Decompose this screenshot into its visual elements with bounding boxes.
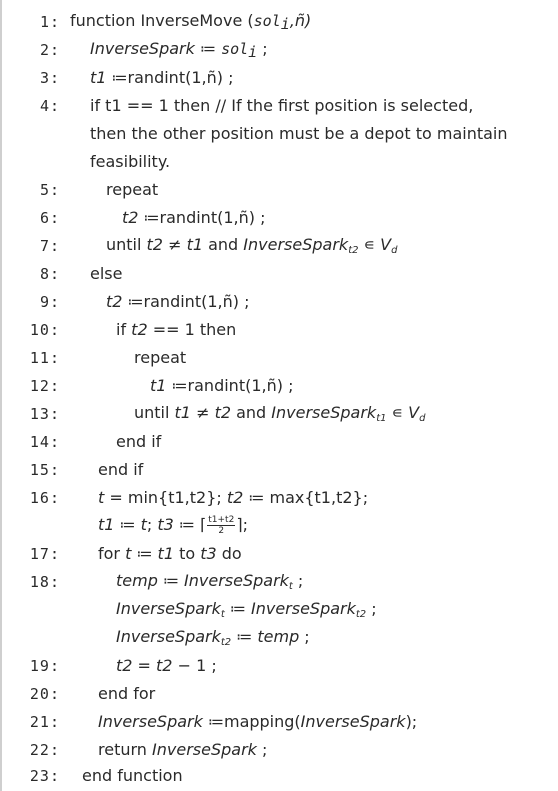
- line-number: 2:: [39, 40, 60, 59]
- code-text: t2 ≔randint(1,ñ) ;: [122, 208, 266, 227]
- code-text: return InverseSpark ;: [98, 740, 268, 759]
- code-text: end for: [98, 684, 156, 703]
- line-number: 13:: [29, 404, 60, 423]
- line-number: 7:: [39, 236, 60, 255]
- line-number: 11:: [29, 348, 60, 367]
- line-number: 4:: [39, 96, 60, 115]
- line-number: 20:: [29, 684, 60, 703]
- line-number: 22:: [29, 740, 60, 759]
- code-text: t2 ≔randint(1,ñ) ;: [106, 292, 250, 311]
- code-text: if t1 == 1 then // If the first position…: [90, 96, 474, 115]
- code-text: repeat: [134, 348, 187, 367]
- code-text: end if: [116, 432, 162, 451]
- line-number: 12:: [29, 376, 60, 395]
- line-number: 6:: [39, 208, 60, 227]
- code-text: feasibility.: [90, 152, 171, 171]
- code-text: if t2 == 1 then: [116, 320, 237, 339]
- line-number: 1:: [39, 12, 60, 31]
- code-text: then the other position must be a depot …: [90, 124, 508, 143]
- code-text: end function: [82, 766, 183, 785]
- code-text: InverseSpark ≔ soli ;: [90, 38, 268, 61]
- code-text: function InverseMove (soli,ñ): [70, 10, 312, 33]
- line-number: 5:: [39, 180, 60, 199]
- line-number: 19:: [29, 656, 60, 675]
- line-number: 10:: [29, 320, 60, 339]
- code-text: until t1 ≠ t2 and InverseSparkt1 ∊ Vd: [134, 403, 426, 424]
- line-number: 23:: [29, 766, 60, 785]
- line-number: 3:: [39, 68, 60, 87]
- line-number: 8:: [39, 264, 60, 283]
- code-text: else: [90, 264, 123, 283]
- code-text: until t2 ≠ t1 and InverseSparkt2 ∊ Vd: [106, 235, 398, 256]
- line-number: 9:: [39, 292, 60, 311]
- code-text: InverseSpark ≔mapping(InverseSpark);: [98, 712, 418, 731]
- code-text: for t ≔ t1 to t3 do: [98, 544, 242, 563]
- code-text: t1 ≔randint(1,ñ) ;: [90, 68, 234, 87]
- code-text: temp ≔ InverseSparkt ;: [116, 571, 304, 592]
- code-text: InverseSparkt ≔ InverseSparkt2 ;: [116, 599, 377, 620]
- code-text: t2 = t2 − 1 ;: [116, 656, 217, 675]
- code-text: InverseSparkt2 ≔ temp ;: [116, 627, 310, 648]
- code-text: end if: [98, 460, 144, 479]
- line-number: 14:: [29, 432, 60, 451]
- code-text: repeat: [106, 180, 159, 199]
- line-number: 17:: [29, 544, 60, 563]
- line-number: 21:: [29, 712, 60, 731]
- code-text: t1 ≔randint(1,ñ) ;: [150, 376, 294, 395]
- line-number: 15:: [29, 460, 60, 479]
- line-number: 16:: [29, 488, 60, 507]
- code-text: t = min{t1,t2}; t2 ≔ max{t1,t2};: [98, 488, 369, 507]
- line-number: 18:: [29, 572, 60, 591]
